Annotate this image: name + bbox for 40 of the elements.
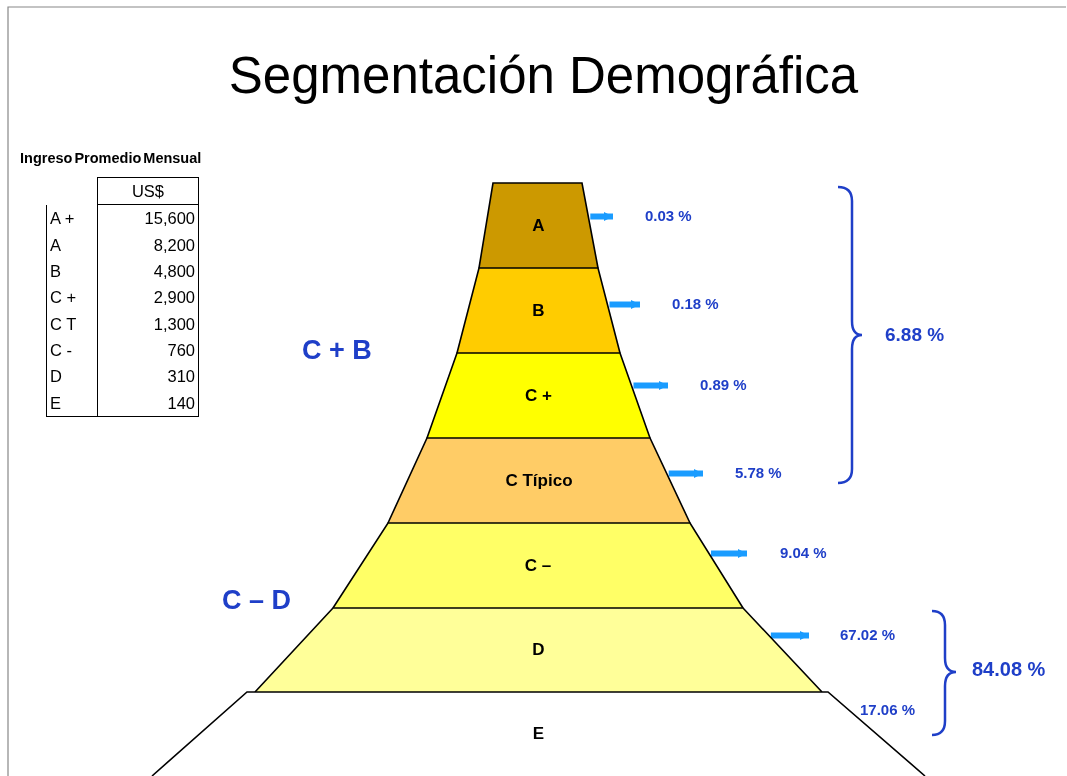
title: Segmentación Demográfica <box>227 46 860 105</box>
pyramid-segment: C Típico <box>388 438 690 523</box>
table-cell: 310 <box>97 363 199 390</box>
table-cell: 1,300 <box>97 310 199 337</box>
pyramid-segment: A <box>479 183 598 268</box>
table-cell: 4,800 <box>97 257 199 285</box>
percentage-label: 17.06 % <box>860 701 916 718</box>
pyramid-segment: C – <box>333 523 743 608</box>
percentage-label: 0.03 % <box>622 207 692 224</box>
pyramid-segment: C + <box>427 353 650 438</box>
percentage-label: 0.18 % <box>649 295 719 312</box>
table-cell: 15,600 <box>97 204 199 232</box>
percentage-label: 9.04 % <box>756 544 827 561</box>
percentage-label: 0.89 % <box>677 376 747 393</box>
table-title: Ingreso Promedio Mensual <box>20 150 202 166</box>
table-cell: A + <box>46 204 98 232</box>
table-cell: 140 <box>97 389 199 417</box>
table-cell: B <box>46 257 98 285</box>
percentage-total: 6.88 % <box>885 324 945 346</box>
table-cell: C - <box>46 336 98 364</box>
pyramid-segment: D <box>255 608 822 692</box>
percentage-label: 5.78 % <box>712 464 782 481</box>
table-cell: A <box>46 231 98 258</box>
table-cell: E <box>46 389 98 417</box>
percentage-total: 84.08 % <box>972 658 1046 681</box>
table-cell: 8,200 <box>97 231 199 258</box>
table-cell: C T <box>46 310 98 337</box>
arrow <box>633 381 668 390</box>
group-label: C + B <box>302 335 372 366</box>
table-cell: D <box>46 363 98 390</box>
arrow <box>711 549 747 558</box>
arrow <box>770 631 809 640</box>
arrow <box>590 212 613 221</box>
table-cell: 760 <box>97 336 199 364</box>
table-cell: 2,900 <box>97 284 199 311</box>
arrow <box>668 469 703 478</box>
arrow <box>609 300 640 309</box>
pyramid-segment: B <box>457 268 620 353</box>
table-cell: C + <box>46 284 98 311</box>
table-header-cell: US$ <box>97 177 199 205</box>
